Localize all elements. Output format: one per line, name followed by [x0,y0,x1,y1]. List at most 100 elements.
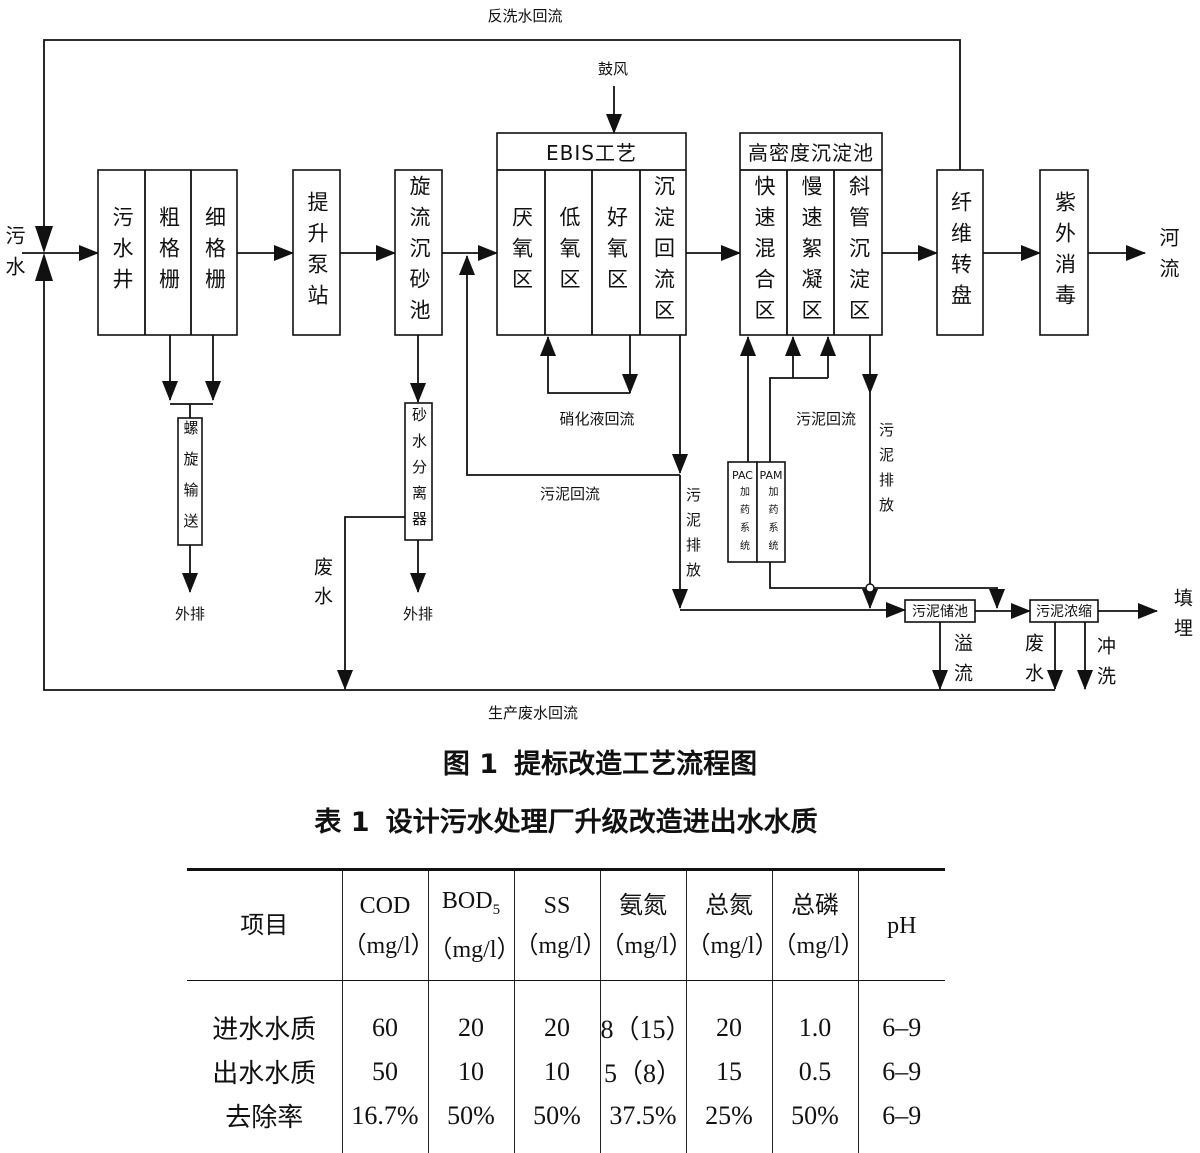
header-bod5-sub: 5 [492,901,501,918]
production-wastewater-return-label: 生产废水回流 [487,704,579,722]
screenings-out-label: 外排 [174,605,206,623]
uv-box [1039,169,1089,336]
header-bod5: BOD5 （mg/l） [427,868,521,981]
screw-conveyor-box [177,417,203,546]
hdc-title: 高密度沉淀池 [748,141,874,165]
pac-cell: PAC 加药系统 [728,462,757,562]
inclined-tube-cell: 斜管沉淀区 [834,170,882,335]
fiber-disc-cell: 纤维转盘 [937,170,983,335]
slow-floc-cell: 慢速絮凝区 [787,170,834,335]
pac-box [727,461,758,563]
water-quality-table: 项目 COD（mg/l） BOD5（mg/l） SS（mg/l） 氨氮（mg/l… [187,868,945,1153]
grit-out-label: 外排 [402,605,434,623]
inlet-label: 污水 [2,225,26,287]
fine-screen-cell: 细格栅 [191,170,237,335]
valve-top-icon [35,226,53,253]
table-cell: 20 [427,980,514,1050]
pam-text: 加药系统 [766,486,777,558]
header-item: 项目 [187,868,342,981]
header-ph: pH [857,868,945,981]
table-cell: 37.5% [599,1093,686,1153]
grit-chamber-cell: 旋流沉砂池 [395,170,442,335]
fiber-disc-box [936,169,984,336]
pac-text: 加药系统 [737,486,749,558]
lift-pump-box [292,169,341,336]
figure-caption: 图 1 提标改造工艺流程图 [443,751,757,778]
table-cell: 6–9 [857,1049,945,1094]
pam-code: PAM [759,469,783,482]
grit-chamber-label: 旋流沉砂池 [407,175,431,330]
lift-pump-cell: 提升泵站 [293,170,340,335]
coarse-screen-cell: 粗格栅 [145,170,191,335]
hdc-dividers [740,169,882,335]
thickening-wastewater-label: 废水 [1022,633,1044,693]
table-header-row: 项目 COD（mg/l） BOD5（mg/l） SS（mg/l） 氨氮（mg/l… [187,868,945,981]
header-bod5-text: BOD [441,888,493,915]
header-total-p-unit: （mg/l） [772,932,865,959]
table-cell: 50% [513,1093,600,1153]
process-flow-diagram [22,39,1158,691]
table-cell: 出水水质 [212,1059,317,1088]
header-bod5-unit: （mg/l） [428,936,521,963]
valve-bottom-icon [35,253,53,281]
table-cell: 60 [341,980,428,1050]
hdc-sludge-discharge-label: 污泥排放 [877,422,895,522]
outlet-label: 河流 [1156,227,1180,289]
sand-separator-label: 砂水分离器 [410,406,428,537]
low-oxygen-label: 低氧区 [557,206,581,299]
pam-to-thickening-arrow [769,562,1005,609]
fine-screen-label: 细格栅 [202,206,227,299]
sand-separator-cell: 砂水分离器 [405,403,432,540]
table-cell: 去除率 [225,1103,304,1132]
sludge-tank-label: 污泥储池 [912,604,968,620]
table-cell: 进水水质 [212,1015,317,1045]
ebis-sludge-discharge-label: 污泥排放 [684,487,702,587]
table-cell: 8（15） [599,980,692,1050]
overflow-label: 溢流 [951,633,973,693]
ebis-dividers [497,169,686,335]
backwash-return-line [43,39,961,226]
sewage-well-cell: 污水井 [98,170,145,335]
rapid-mix-label: 快速混合区 [752,175,776,330]
header-ph-name: pH [887,912,917,939]
lift-pump-label: 提升泵站 [305,190,329,315]
table-cell: 1.0 [771,980,858,1050]
sand-separator-box [404,402,433,541]
pam-box [756,461,786,563]
table-cell: 50 [341,1049,428,1094]
grit-wastewater-label: 废水 [311,557,333,615]
settling-return-label: 沉淀回流区 [651,175,676,330]
rapid-mix-cell: 快速混合区 [740,170,787,335]
table-cell: 6–9 [857,980,945,1050]
table-caption-text: 设计污水处理厂升级改造进出水水质 [385,807,818,838]
table-cell: 25% [685,1093,772,1153]
table-cell: 0.5 [771,1049,858,1094]
landfill-label: 填埋 [1171,588,1193,648]
inclined-tube-label: 斜管沉淀区 [846,175,871,330]
table-row: 进水水质 60 20 20 8（15） 20 1.0 6–9 [187,980,945,1050]
table-row: 出水水质 50 10 10 5（8） 15 0.5 6–9 [187,1049,945,1094]
table-cell: 16.7% [341,1093,428,1153]
header-cod-unit: （mg/l） [342,932,435,959]
header-total-n-name: 总氮 [705,892,753,919]
blower-label: 鼓风 [597,60,629,78]
slow-floc-label: 慢速絮凝区 [799,175,823,330]
screw-conveyor-label: 螺旋输送 [181,419,200,544]
ebis-sludge-return-arrow [459,255,680,476]
table-caption-label: 表 1 [314,807,370,838]
ebis-title: EBIS工艺 [546,141,637,165]
header-total-p-name: 总磷 [791,892,839,919]
header-bod5-name: BOD5 [429,881,514,930]
header-cod-name: COD [359,892,411,919]
table-cell: 10 [513,1049,600,1094]
header-item-name: 项目 [240,912,289,939]
figure-caption-label: 图 1 [442,749,499,780]
uv-label: 紫外消毒 [1052,190,1077,315]
table-cell: 10 [427,1049,514,1094]
line-crossing-icon [865,583,875,593]
figure-caption-text: 提标改造工艺流程图 [514,749,758,780]
grit-chamber-box [394,169,443,336]
pam-cell: PAM 加药系统 [757,462,785,562]
nitrified-return-arrow [540,336,630,394]
pam-dosing-line [769,377,828,462]
